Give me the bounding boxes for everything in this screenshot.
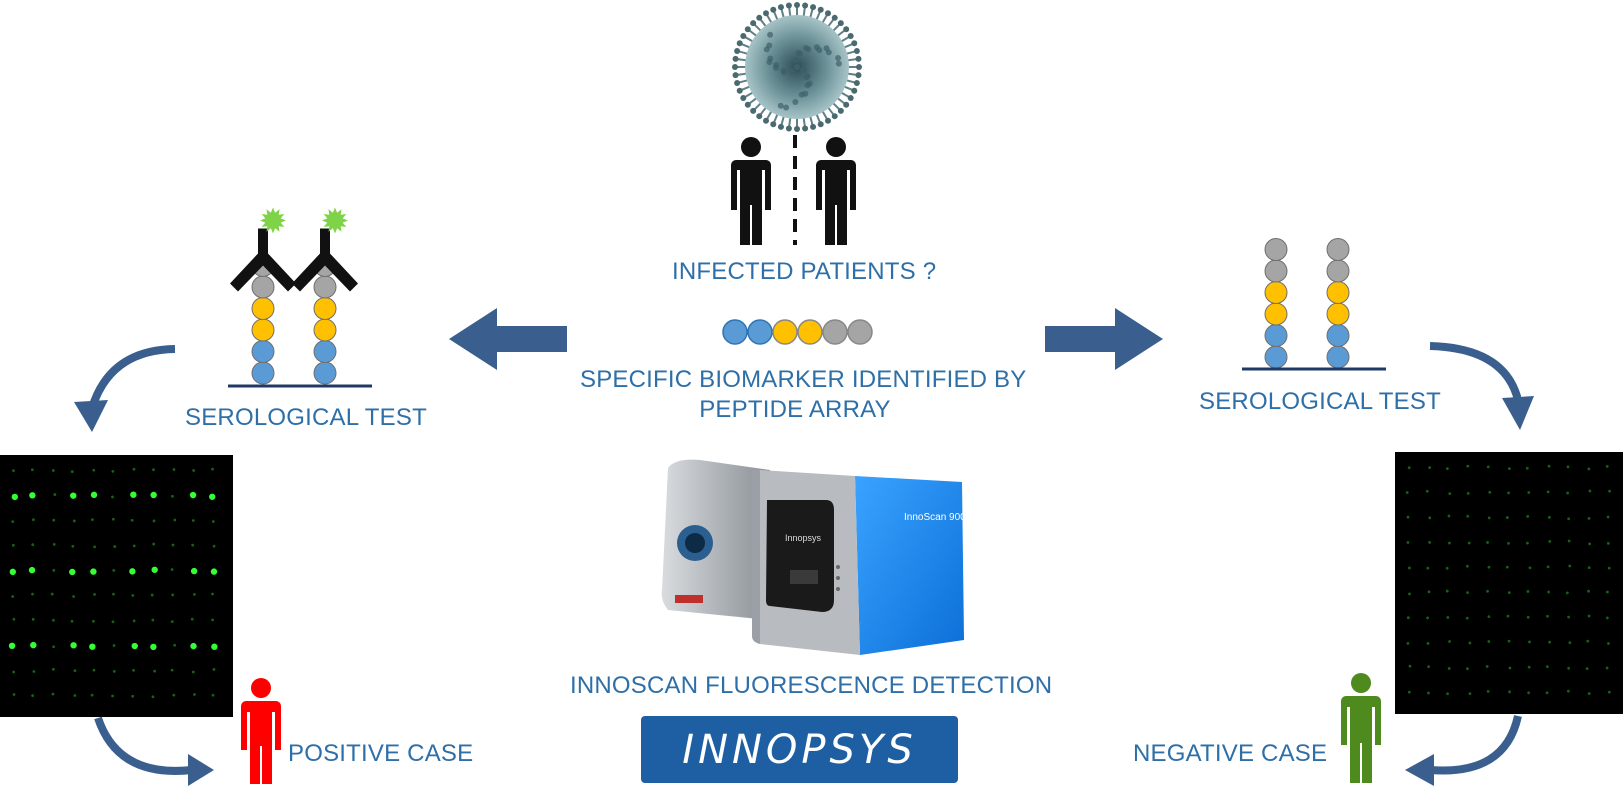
peptide-bead <box>1264 238 1288 261</box>
arrow-right-icon <box>1045 308 1163 370</box>
peptide-chain-icon <box>722 319 873 345</box>
biomarker-label-line1: SPECIFIC BIOMARKER IDENTIFIED BY <box>580 366 1027 393</box>
peptide-bead <box>313 318 337 342</box>
antibody-icon <box>292 228 358 292</box>
infected-patients-label: INFECTED PATIENTS ? <box>672 258 937 285</box>
peptide-bead <box>1264 281 1288 304</box>
arrow-left-icon <box>449 308 567 370</box>
scanner-brand-text: Innopsys <box>785 533 822 543</box>
fluorescent-tag-icon <box>260 207 286 234</box>
peptide-bead <box>313 361 337 385</box>
detection-label: INNOSCAN FLUORESCENCE DETECTION <box>570 672 1053 699</box>
peptide-bead <box>847 319 873 345</box>
innoscan-scanner-image: Innopsys InnoScan 900 <box>661 459 966 655</box>
peptide-bead <box>251 275 275 299</box>
biomarker-label-line2: PEPTIDE ARRAY <box>699 396 891 423</box>
peptide-bead <box>251 318 275 342</box>
innopsys-logo: INNOPSYS <box>641 716 958 783</box>
virus-icon <box>732 2 862 132</box>
peptide-bead <box>772 319 798 345</box>
peptide-bead <box>313 340 337 363</box>
peptide-bead <box>747 319 773 345</box>
peptide-bead <box>1264 324 1288 347</box>
innopsys-logo-text: INNOPSYS <box>682 726 917 773</box>
peptide-bead <box>1326 302 1350 326</box>
peptide-bead <box>1326 259 1350 283</box>
peptide-bead <box>722 319 748 345</box>
peptide-bead <box>251 297 275 320</box>
peptide-bead <box>251 340 275 363</box>
infected-patients-icon <box>731 135 856 245</box>
peptide-bead <box>1326 345 1350 369</box>
negative-case-label: NEGATIVE CASE <box>1133 740 1328 767</box>
negative-person-icon <box>1341 673 1381 783</box>
curved-arrow-to-negative-icon <box>1405 715 1522 786</box>
scanner-model-text: InnoScan 900 <box>904 512 966 523</box>
curved-arrow-right-down-icon <box>1429 342 1534 430</box>
positive-case-label: POSITIVE CASE <box>288 740 474 767</box>
peptide-bead <box>797 319 823 345</box>
positive-fluorescence-panel <box>0 455 233 717</box>
peptide-bead <box>251 361 275 385</box>
curved-arrow-to-positive-icon <box>94 716 214 786</box>
peptide-bead <box>1264 345 1288 369</box>
peptide-bead <box>822 319 848 345</box>
serological-test-right-icon <box>1242 238 1386 371</box>
positive-person-icon <box>241 678 281 784</box>
peptide-bead <box>1264 259 1288 283</box>
serological-test-left-icon <box>228 207 372 388</box>
fluorescent-tag-icon <box>322 207 348 234</box>
serological-test-right-label: SEROLOGICAL TEST <box>1199 388 1441 415</box>
peptide-bead <box>1264 302 1288 326</box>
peptide-bead <box>1326 324 1350 347</box>
curved-arrow-left-down-icon <box>74 345 176 432</box>
peptide-bead <box>313 275 337 299</box>
peptide-bead <box>1326 281 1350 304</box>
peptide-bead <box>1326 238 1350 261</box>
negative-fluorescence-panel <box>1395 452 1623 714</box>
antibody-icon <box>230 228 296 292</box>
peptide-bead <box>313 297 337 320</box>
serological-test-left-label: SEROLOGICAL TEST <box>185 404 427 431</box>
